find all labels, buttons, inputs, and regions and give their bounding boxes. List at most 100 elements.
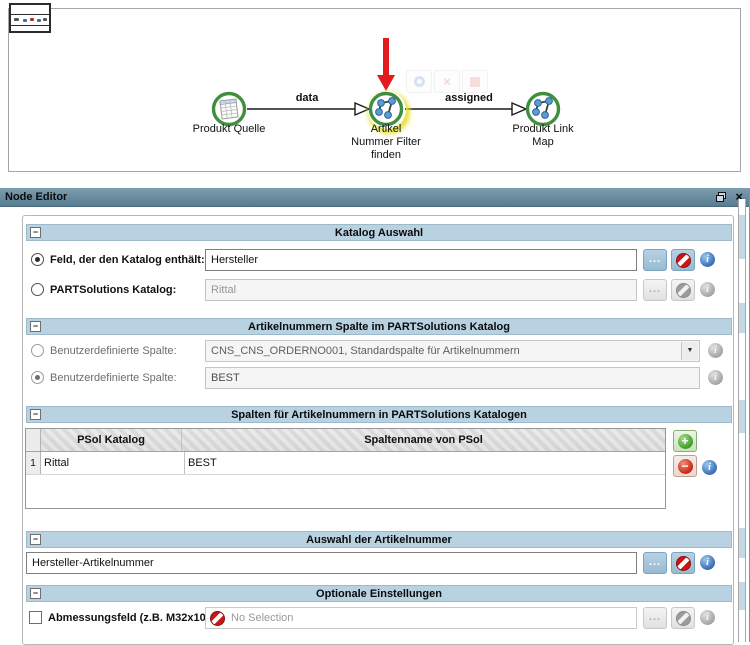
- label-standard-spalte: Benutzerdefinierte Spalte:: [50, 345, 177, 357]
- overview-mark: [30, 18, 34, 21]
- input-benutzerdefinierte-spalte: BEST: [205, 367, 700, 389]
- cell-psol-katalog[interactable]: Rittal: [41, 452, 185, 474]
- gutter-segment: [739, 528, 745, 558]
- combo-value: CNS_CNS_ORDERNO001, Standardspalte für A…: [211, 345, 520, 357]
- node-label-produkt-link-map: Produkt Link Map: [478, 123, 608, 149]
- stop-node-button[interactable]: [462, 70, 488, 93]
- node-produkt-quelle[interactable]: [211, 91, 247, 127]
- chevron-down-icon[interactable]: ▼: [681, 342, 698, 360]
- section-title: Auswahl der Artikelnummer: [306, 533, 452, 546]
- clear-selection-button[interactable]: [671, 552, 695, 574]
- overview-mark: [43, 18, 47, 21]
- cancel-x-icon: ×: [443, 74, 451, 89]
- browse-button-disabled: ...: [643, 279, 667, 301]
- browse-button[interactable]: ...: [643, 552, 667, 574]
- section-title: Optionale Einstellungen: [316, 587, 442, 600]
- section-title: Spalten für Artikelnummern in PARTSoluti…: [231, 408, 527, 421]
- label-feld-katalog: Feld, der den Katalog enthält:: [50, 254, 205, 266]
- cancel-node-button[interactable]: ×: [434, 70, 460, 93]
- execute-node-button[interactable]: [406, 70, 432, 93]
- stop-square-icon: [470, 76, 480, 87]
- gutter-segment: [739, 215, 745, 259]
- no-entry-icon: [675, 555, 691, 571]
- node-artikel-nummer-filter[interactable]: [368, 91, 404, 127]
- katalog-spalten-table[interactable]: PSol Katalog Spaltenname von PSol 1 Ritt…: [25, 428, 666, 509]
- gutter-segment: [739, 582, 745, 610]
- collapse-icon[interactable]: −: [30, 409, 41, 420]
- input-artikelnummer[interactable]: Hersteller-Artikelnummer: [26, 552, 637, 574]
- overview-line: [11, 25, 49, 26]
- node-label-line: Map: [532, 136, 554, 148]
- remove-row-button[interactable]: −: [673, 455, 697, 477]
- label-abmessungsfeld: Abmessungsfeld (z.B. M32x100):: [48, 612, 220, 624]
- collapse-icon[interactable]: −: [30, 588, 41, 599]
- add-row-button[interactable]: +: [673, 430, 697, 452]
- collapse-icon[interactable]: −: [30, 321, 41, 332]
- overview-mark: [23, 19, 27, 22]
- scroll-gutter[interactable]: [738, 199, 746, 642]
- connection-label-assigned: assigned: [445, 92, 493, 104]
- info-icon: i: [700, 282, 715, 297]
- clear-selection-button-disabled: [671, 607, 695, 629]
- section-header-optionale-einstellungen[interactable]: − Optionale Einstellungen: [26, 585, 732, 602]
- input-partsolutions-katalog: Rittal: [205, 279, 637, 301]
- info-icon: i: [700, 610, 715, 625]
- column-header-psol-katalog[interactable]: PSol Katalog: [41, 429, 182, 451]
- no-selection-text: No Selection: [231, 612, 294, 624]
- section-title: Katalog Auswahl: [334, 226, 424, 239]
- collapse-icon[interactable]: −: [30, 227, 41, 238]
- gutter-segment: [739, 303, 745, 333]
- info-icon[interactable]: i: [702, 460, 717, 475]
- cell-spaltenname[interactable]: BEST: [188, 457, 217, 469]
- workflow-canvas[interactable]: × Produkt Quelle data Artikel Nummer: [8, 8, 741, 172]
- column-header-spaltenname[interactable]: Spaltenname von PSol: [364, 434, 483, 446]
- ellipsis-icon: ...: [648, 253, 662, 265]
- node-label-produkt-quelle: Produkt Quelle: [164, 123, 294, 136]
- section-header-spalten[interactable]: − Spalten für Artikelnummern in PARTSolu…: [26, 406, 732, 423]
- node-label-line: Artikel: [370, 123, 402, 135]
- network-node-icon: [525, 91, 561, 127]
- clear-selection-button-disabled: [671, 279, 695, 301]
- input-katalog-feld[interactable]: Hersteller: [205, 249, 637, 271]
- connection-label-data: data: [295, 92, 319, 104]
- overview-line: [11, 14, 49, 15]
- combo-standard-spalte: CNS_CNS_ORDERNO001, Standardspalte für A…: [205, 340, 700, 362]
- input-abmessungsfeld: No Selection: [205, 607, 637, 629]
- info-icon: i: [708, 370, 723, 385]
- clear-selection-button[interactable]: [671, 249, 695, 271]
- table-row[interactable]: 1 Rittal BEST: [26, 452, 665, 475]
- table-header-row: PSol Katalog Spaltenname von PSol: [26, 429, 665, 452]
- info-icon[interactable]: i: [700, 555, 715, 570]
- node-label-line: Produkt Quelle: [192, 123, 266, 135]
- arrowhead-icon: [511, 101, 528, 117]
- info-icon[interactable]: i: [700, 252, 715, 267]
- panel-title: Node Editor: [5, 191, 68, 203]
- node-label-artikel-nummer-filter: Artikel Nummer Filter finden: [321, 123, 451, 162]
- label-benutzerdefinierte-spalte: Benutzerdefinierte Spalte:: [50, 372, 177, 384]
- execute-icon: [413, 76, 425, 87]
- node-editor-titlebar[interactable]: Node Editor ×: [0, 188, 750, 207]
- float-window-icon[interactable]: [716, 192, 726, 202]
- browse-button[interactable]: ...: [643, 249, 667, 271]
- ghost-toolbar: ×: [406, 70, 488, 93]
- overview-mark: [14, 18, 19, 21]
- ellipsis-icon: ...: [648, 283, 662, 295]
- ellipsis-icon: ...: [648, 556, 662, 568]
- ellipsis-icon: ...: [648, 611, 662, 623]
- label-partsolutions-katalog: PARTSolutions Katalog:: [50, 284, 177, 296]
- checkbox-abmessungsfeld[interactable]: [29, 611, 42, 624]
- red-annotation-arrow-icon: [377, 38, 395, 91]
- connector-layer: [247, 38, 528, 117]
- info-icon: i: [708, 343, 723, 358]
- section-header-katalog-auswahl[interactable]: − Katalog Auswahl: [26, 224, 732, 241]
- overview-mark: [37, 19, 41, 22]
- collapse-icon[interactable]: −: [30, 534, 41, 545]
- radio-partsolutions-katalog[interactable]: [31, 283, 44, 296]
- section-header-auswahl-artikelnummer[interactable]: − Auswahl der Artikelnummer: [26, 531, 732, 548]
- close-icon[interactable]: ×: [735, 189, 743, 204]
- section-header-artikelnummern-spalte[interactable]: − Artikelnummern Spalte im PARTSolutions…: [26, 318, 732, 335]
- radio-feld-katalog[interactable]: [31, 253, 44, 266]
- node-produkt-link-map[interactable]: [525, 91, 561, 127]
- arrowhead-icon: [354, 101, 371, 117]
